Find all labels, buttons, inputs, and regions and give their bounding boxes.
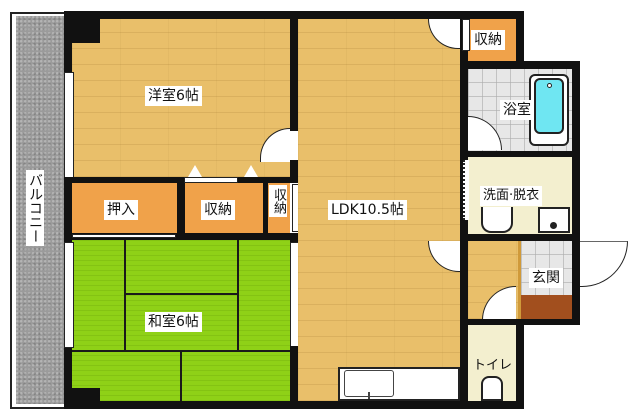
column-bottom-left bbox=[72, 388, 100, 402]
washroom-label: 洗面·脱衣 bbox=[480, 186, 543, 206]
bathtub-drain bbox=[547, 83, 552, 88]
closet-top-right-label: 収納 bbox=[471, 30, 505, 50]
entrance-step bbox=[521, 295, 573, 319]
washing-machine-drain bbox=[550, 222, 557, 229]
washing-machine bbox=[538, 207, 570, 233]
wall-closet-divider-1 bbox=[177, 183, 185, 233]
wall-toilet-right bbox=[516, 319, 524, 409]
wall-japanese-ldk bbox=[290, 346, 298, 402]
wall-japanese-ldk-upper bbox=[290, 233, 298, 242]
wall-western-bottom bbox=[64, 177, 184, 183]
outer-wall-top bbox=[64, 11, 470, 19]
wall-closets-bottom bbox=[64, 233, 298, 240]
wall-bath-top bbox=[468, 61, 580, 69]
western-room-label: 洋室6帖 bbox=[145, 86, 202, 106]
japanese-room-label: 和室6帖 bbox=[145, 312, 202, 332]
sink-faucet bbox=[368, 392, 370, 399]
wall-right-outer bbox=[572, 61, 580, 253]
closet-door-marker-left bbox=[188, 165, 202, 177]
bathroom-label: 浴室 bbox=[500, 100, 534, 120]
ldk-label: LDK10.5帖 bbox=[328, 200, 407, 220]
window-western-room[interactable] bbox=[64, 72, 74, 179]
washbasin bbox=[481, 207, 513, 233]
outer-wall-bottom bbox=[64, 401, 204, 409]
wall-western-ldk bbox=[290, 19, 298, 131]
wall-western-ldk-lower bbox=[290, 160, 298, 180]
wall-hall-entrance bbox=[518, 241, 521, 319]
tatami-line bbox=[237, 240, 239, 351]
washroom-door[interactable] bbox=[463, 160, 469, 220]
balcony-label: バルコニー bbox=[26, 170, 44, 246]
toilet-bowl bbox=[481, 376, 503, 401]
wall-wash-bottom bbox=[468, 234, 580, 241]
closet-doors-western[interactable] bbox=[184, 177, 238, 183]
window-japanese-room-left[interactable] bbox=[64, 242, 74, 348]
wall-storage-side bbox=[516, 11, 524, 67]
tatami-line bbox=[180, 351, 182, 401]
outer-wall-left bbox=[64, 11, 72, 409]
closet-middle-label: 収納 bbox=[201, 200, 235, 220]
closet-oshiire-label: 押入 bbox=[104, 200, 138, 220]
closet-narrow-label: 収納 bbox=[269, 185, 287, 217]
wall-toilet-bottom bbox=[460, 401, 524, 409]
wall-toilet-top bbox=[468, 319, 524, 325]
kitchen-sink bbox=[344, 370, 394, 397]
sliding-door-closet[interactable] bbox=[72, 234, 176, 238]
outer-wall-bottom-2 bbox=[204, 401, 466, 409]
wall-closet-divider-2 bbox=[263, 183, 268, 233]
wall-storage-right bbox=[468, 11, 524, 19]
bathtub-water bbox=[534, 78, 564, 134]
closet-top-right-door[interactable] bbox=[462, 19, 470, 51]
wall-entrance-right bbox=[572, 241, 580, 325]
toilet-label: トイレ bbox=[473, 358, 513, 373]
wall-western-bottom-2 bbox=[238, 177, 298, 183]
wall-bath-bottom bbox=[468, 151, 580, 157]
closet-door-marker-right bbox=[244, 165, 258, 177]
front-door[interactable] bbox=[580, 241, 628, 287]
tatami-line bbox=[124, 240, 126, 351]
wall-entrance-bottom bbox=[518, 319, 580, 325]
column-top-left bbox=[72, 19, 100, 43]
western-room bbox=[72, 19, 290, 177]
tatami-line bbox=[124, 293, 238, 295]
entrance-label: 玄関 bbox=[529, 268, 563, 288]
